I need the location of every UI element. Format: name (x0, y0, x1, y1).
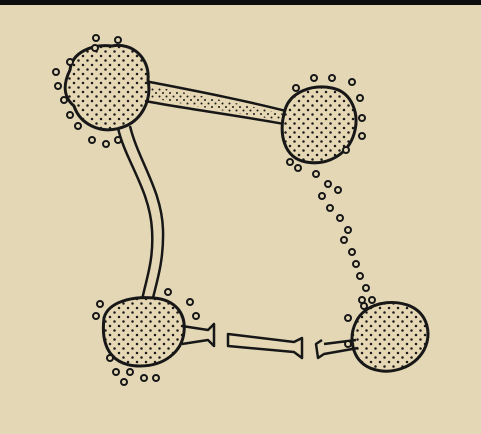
node-blob-top-left-stipple (65, 45, 149, 129)
tube-left-connection (118, 128, 152, 300)
tube-bottom-fragment-middle (228, 334, 302, 358)
tube-bottom-stub-left (182, 324, 214, 346)
